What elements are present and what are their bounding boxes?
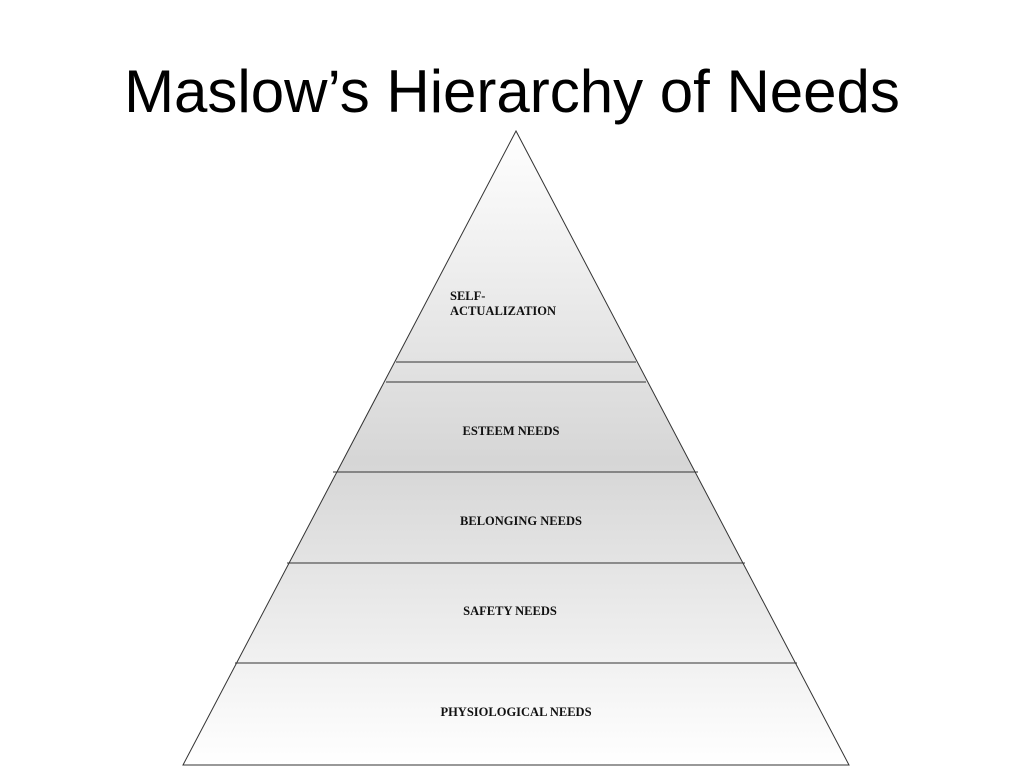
pyramid-body bbox=[182, 129, 850, 766]
tier-label-self-actualization-line-1: SELF- bbox=[450, 289, 485, 303]
tier-label-esteem: ESTEEM NEEDS bbox=[463, 424, 560, 438]
tier-label-physiological: PHYSIOLOGICAL NEEDS bbox=[440, 705, 591, 719]
slide-title: Maslow’s Hierarchy of Needs bbox=[124, 58, 900, 125]
tier-label-belonging: BELONGING NEEDS bbox=[460, 514, 582, 528]
tier-label-safety: SAFETY NEEDS bbox=[463, 604, 557, 618]
tier-label-self-actualization-line-2: ACTUALIZATION bbox=[450, 304, 556, 318]
